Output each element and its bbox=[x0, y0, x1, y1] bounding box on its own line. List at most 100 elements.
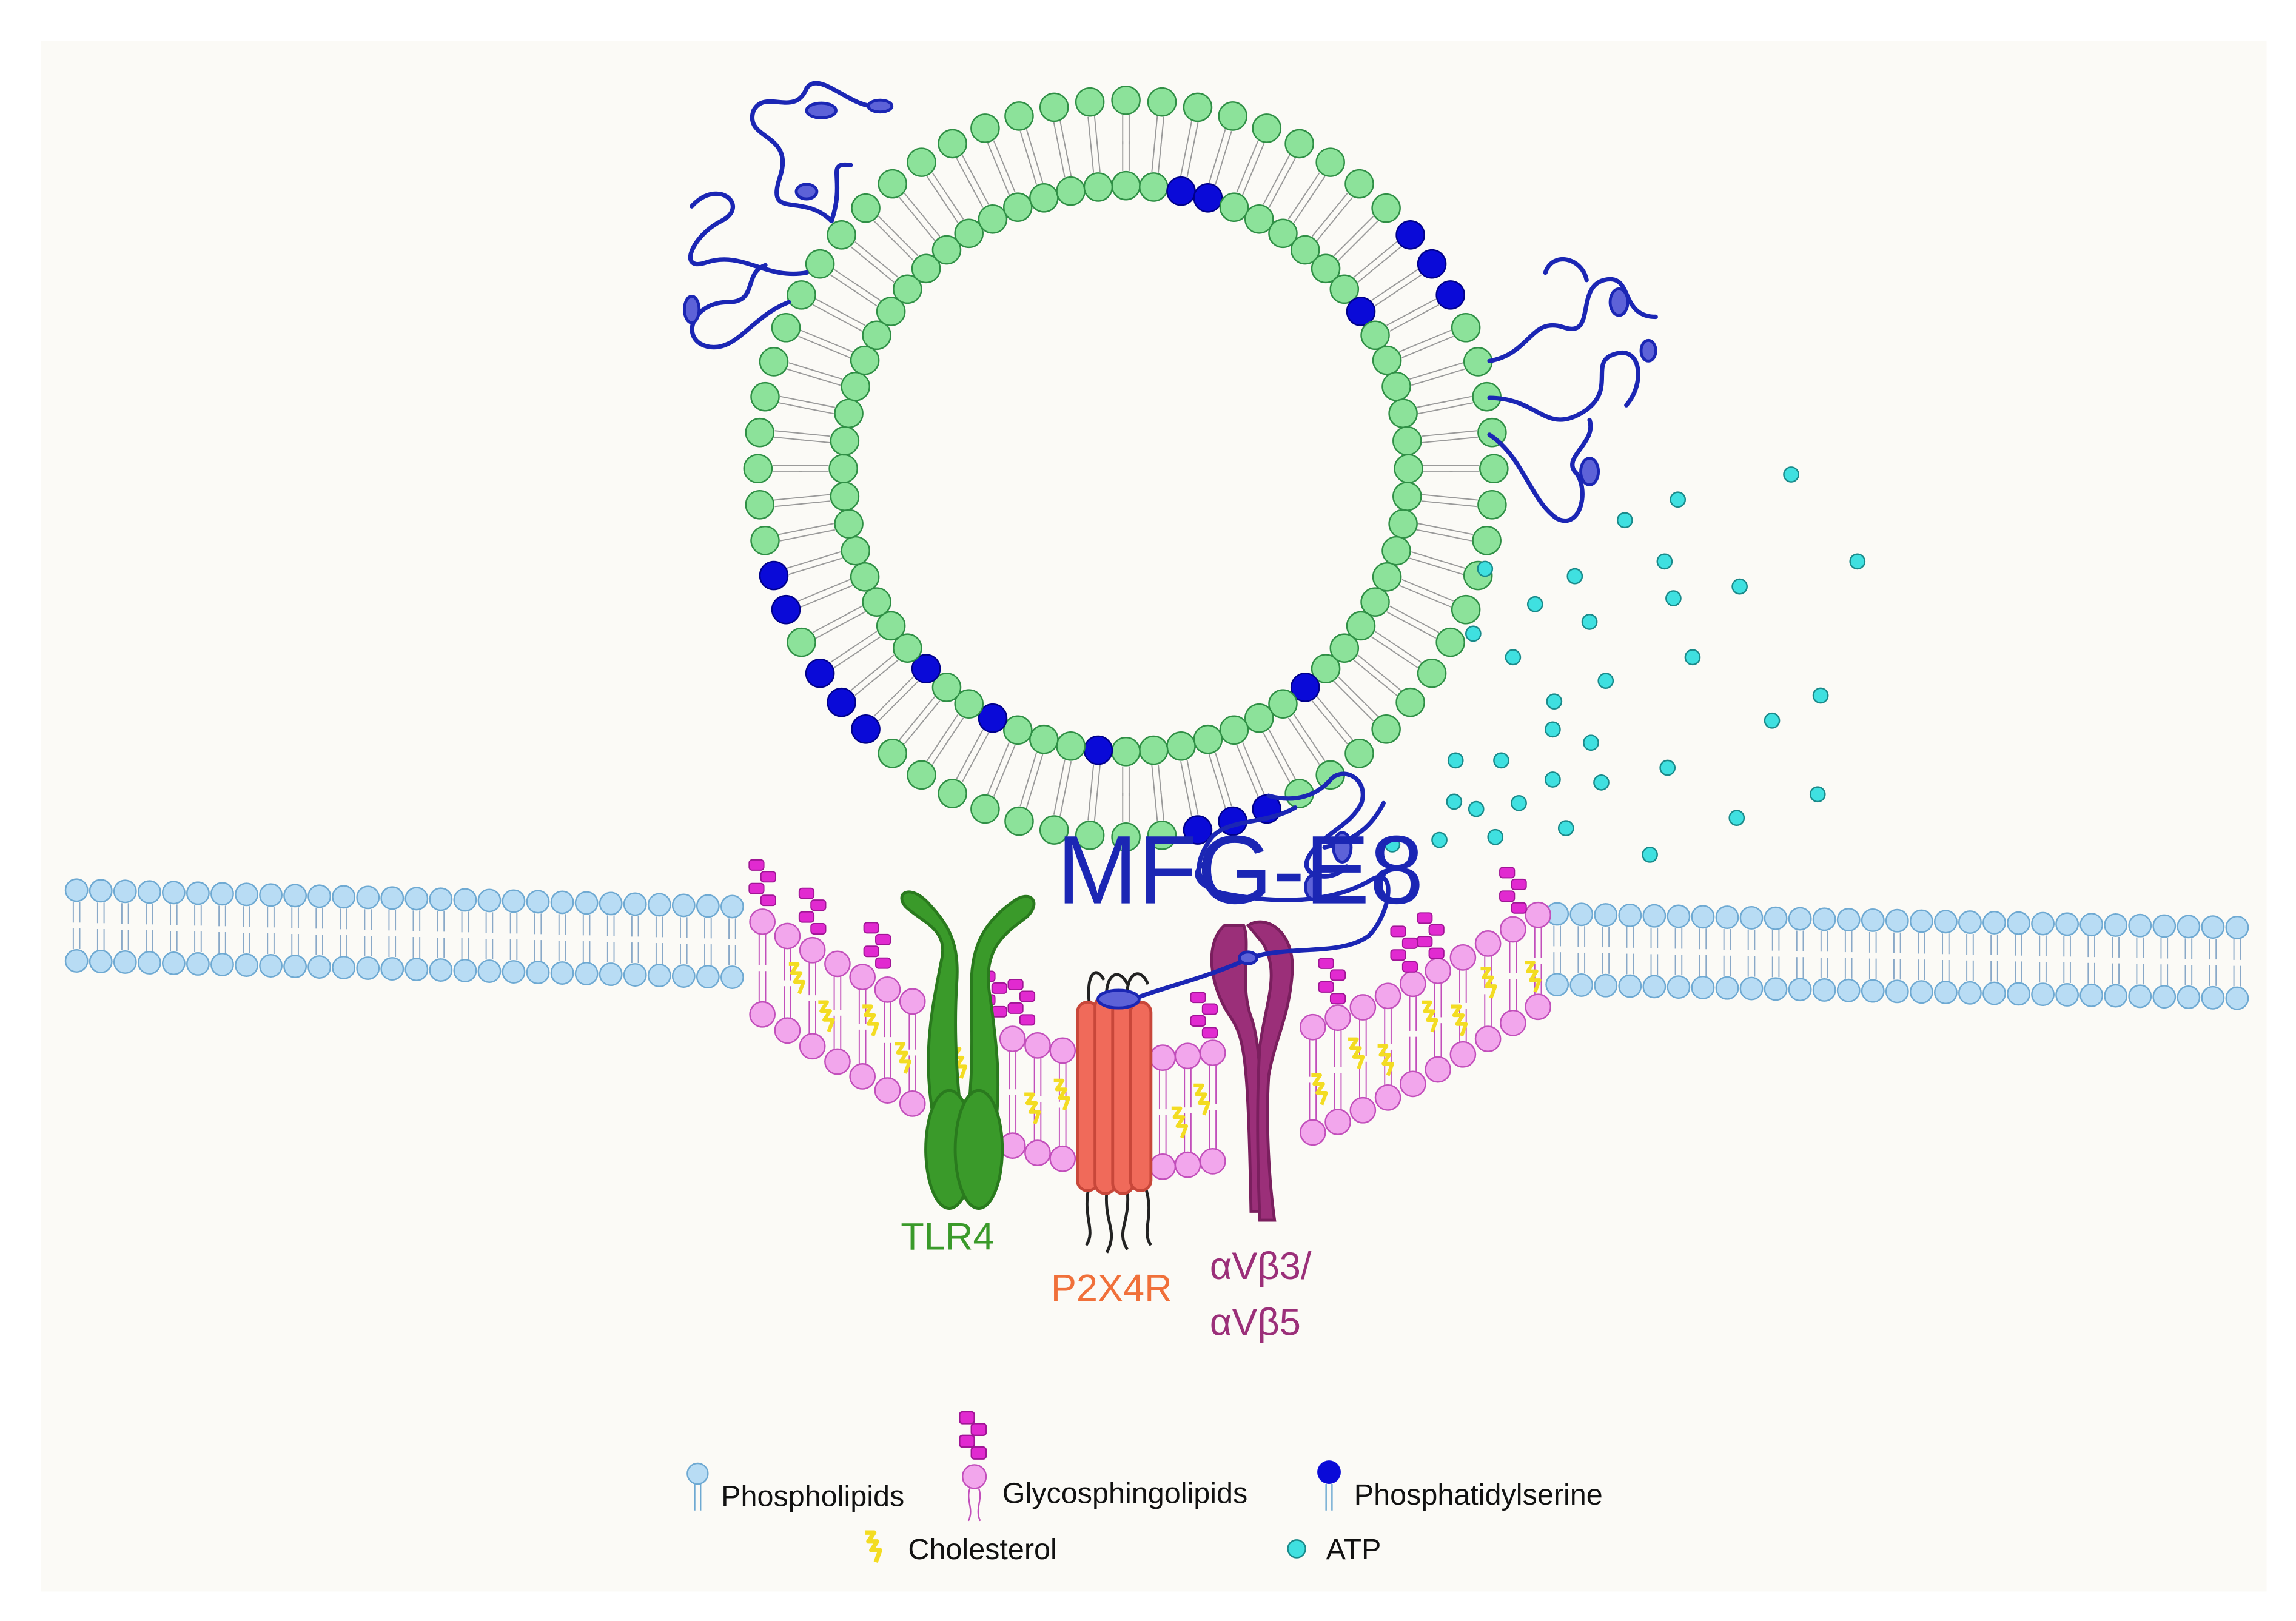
phospholipid-pair bbox=[186, 881, 210, 976]
vesicle-lipid-pair bbox=[878, 169, 962, 265]
raft-lipid-pair bbox=[1024, 1032, 1051, 1167]
vesicle-lipid-pair bbox=[1372, 562, 1481, 625]
atp-molecule bbox=[1656, 553, 1673, 570]
raft-lipid-pair bbox=[824, 950, 851, 1075]
phospholipid-pair bbox=[526, 890, 550, 984]
vesicle-lipid-pair bbox=[805, 249, 906, 326]
vesicle-lipid-pair bbox=[1193, 101, 1247, 213]
plasma-membrane bbox=[64, 859, 2249, 1180]
phospholipid-pair bbox=[332, 885, 356, 979]
phospholipid-pair bbox=[356, 885, 380, 980]
integrin-label-line2: αVβ5 bbox=[1210, 1301, 1301, 1344]
p2x4r-receptor bbox=[1076, 971, 1153, 1254]
phospholipid-pair bbox=[1982, 910, 2006, 1005]
vesicle-lipid-pair bbox=[1244, 129, 1314, 234]
phospholipid-pair bbox=[502, 889, 526, 984]
phospholipid-pair bbox=[2031, 911, 2055, 1007]
phospholipid-pair bbox=[550, 890, 574, 985]
vesicle-lipid-pair bbox=[1004, 101, 1059, 213]
phospholipid-pair bbox=[1594, 903, 1618, 998]
cholesterol-molecule bbox=[1525, 961, 1542, 993]
raft-lipid-pair bbox=[874, 976, 901, 1104]
phospholipid-pair bbox=[283, 884, 307, 978]
vesicle-lipid-pair bbox=[1075, 87, 1113, 202]
cholesterol-molecule bbox=[1311, 1073, 1328, 1106]
phospholipid-pair bbox=[210, 882, 234, 976]
phospholipid-pair bbox=[1812, 907, 1836, 1002]
phospholipid-pair bbox=[1958, 910, 1982, 1005]
mfg-e8-label: MFG-E8 bbox=[1057, 815, 1424, 924]
phospholipid-pair bbox=[1569, 902, 1594, 997]
phospholipid-pair bbox=[89, 879, 113, 973]
atp-molecule bbox=[1493, 752, 1509, 769]
vesicle-lipid-pair bbox=[743, 454, 858, 484]
raft-lipid-pair bbox=[999, 1025, 1026, 1160]
glycan-chain bbox=[1190, 992, 1218, 1039]
phospholipid-pair bbox=[113, 879, 137, 974]
phospholipid-pair bbox=[671, 893, 696, 988]
legend-cholesterol: Cholesterol bbox=[908, 1533, 1056, 1566]
vesicle-lipid-pair bbox=[805, 611, 906, 688]
atp-molecule bbox=[1670, 491, 1687, 508]
vesicle-lipid-pair bbox=[1075, 735, 1113, 850]
legend-atp: ATP bbox=[1326, 1533, 1381, 1566]
cholesterol-molecule bbox=[895, 1042, 911, 1074]
vesicle-lipid-pair bbox=[1138, 735, 1177, 850]
vesicle-lipid-pair bbox=[907, 689, 984, 790]
vesicle-lipid-pair bbox=[1360, 280, 1465, 351]
phospholipid-pair bbox=[2104, 913, 2128, 1008]
phospholipid-pair bbox=[1642, 904, 1667, 999]
atp-molecule bbox=[1545, 771, 1561, 788]
atp-molecule bbox=[1849, 553, 1866, 570]
vesicle-lipid-pair bbox=[1388, 381, 1502, 429]
vesicle-lipid-pair bbox=[827, 220, 922, 304]
atp-molecule bbox=[1812, 687, 1829, 704]
phospholipid-pair bbox=[2152, 914, 2177, 1009]
raft-lipid-pair bbox=[1199, 1039, 1226, 1175]
phospholipid-pair bbox=[2007, 911, 2030, 1006]
cholesterol-molecule bbox=[1451, 1004, 1468, 1037]
cholesterol-molecule bbox=[1053, 1078, 1070, 1111]
exosome-vesicle bbox=[743, 85, 1509, 852]
cholesterol-molecule bbox=[818, 1000, 835, 1033]
raft-lipid-pair bbox=[799, 936, 826, 1060]
atp-molecule bbox=[1477, 560, 1494, 577]
phospholipid-pair bbox=[404, 887, 429, 981]
phospholipid-pair bbox=[696, 894, 720, 988]
atp-molecule bbox=[1809, 786, 1826, 803]
phospholipid-pair bbox=[64, 878, 89, 973]
phospholipid-pair bbox=[161, 881, 186, 975]
raft-lipid-pair bbox=[749, 908, 776, 1028]
vesicle-lipid-pair bbox=[1138, 87, 1177, 202]
phospholipid-pair bbox=[599, 891, 623, 986]
tlr4-receptor bbox=[900, 890, 1036, 1210]
raft-lipid-pair bbox=[1425, 958, 1451, 1083]
cholesterol-molecule bbox=[1193, 1083, 1210, 1116]
vesicle-lipid-pair bbox=[1394, 454, 1509, 484]
vesicle-lipid-pair bbox=[787, 280, 891, 351]
phosphatidylserine-icon bbox=[1317, 1460, 1341, 1511]
cholesterol-molecule bbox=[862, 1004, 879, 1037]
phospholipid-pair bbox=[574, 891, 599, 985]
atp-molecule bbox=[1447, 752, 1464, 769]
vesicle-lipid-pair bbox=[1039, 92, 1086, 206]
atp-molecule bbox=[1526, 596, 1543, 612]
atp-molecule bbox=[1642, 847, 1658, 863]
phospholipid-pair bbox=[1667, 904, 1691, 999]
glycan-chain bbox=[748, 859, 776, 907]
vesicle-lipid-pair bbox=[1311, 193, 1401, 284]
cholesterol-molecule bbox=[1422, 1000, 1438, 1033]
raft-lipid-pair bbox=[1474, 930, 1502, 1052]
phospholipid-pair bbox=[1933, 910, 1958, 1004]
atp-molecule bbox=[1616, 512, 1633, 529]
cholesterol-icon bbox=[865, 1530, 882, 1563]
integrin-label-line1: αVβ3/ bbox=[1210, 1245, 1312, 1287]
legend-phospholipids: Phospholipids bbox=[721, 1480, 904, 1512]
phospholipid-pair bbox=[2201, 915, 2225, 1010]
raft-lipid-pair bbox=[1500, 916, 1526, 1036]
atp-molecule bbox=[1728, 810, 1745, 827]
atp-molecule bbox=[1505, 649, 1522, 666]
vesicle-lipid-pair bbox=[750, 509, 864, 555]
vesicle-lipid-pair bbox=[1290, 169, 1374, 265]
